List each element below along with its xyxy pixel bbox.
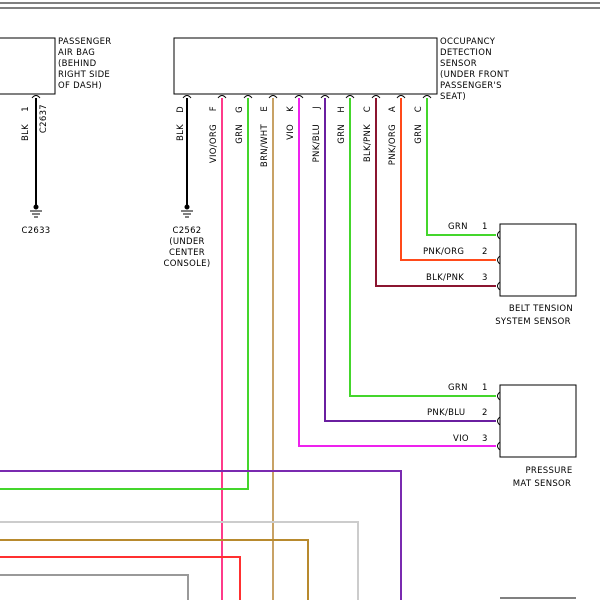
air-bag-label-1: PASSENGER xyxy=(58,37,111,47)
ods-wires xyxy=(0,98,496,600)
ods-pin-letter: A xyxy=(388,106,398,112)
wire-grn-h xyxy=(349,98,496,397)
wire-lower-darkgray xyxy=(0,574,189,600)
ods-wire-label: PNK/BLU xyxy=(312,124,322,162)
ods-wire-label: BLK/PNK xyxy=(363,124,373,162)
belt-tension-sensor: GRN 1 PNK/ORG 2 BLK/PNK 3 BELT TENSION S… xyxy=(423,222,577,327)
ground-c2562-label: CONSOLE) xyxy=(164,259,211,269)
belt-wire-label: BLK/PNK xyxy=(426,273,464,283)
mat-sensor-label: PRESSURE xyxy=(525,466,572,476)
ground-c2562-label: C2562 xyxy=(172,226,201,236)
ods-pin-letter: E xyxy=(260,106,270,112)
air-bag-label-4: RIGHT SIDE xyxy=(58,70,110,80)
ods-pin-letter: C xyxy=(363,106,373,112)
ods-pin-terminal xyxy=(217,95,227,99)
mat-pin-number: 1 xyxy=(482,383,488,393)
ods-label-5: PASSENGER'S xyxy=(440,81,502,91)
wire-pnk-org xyxy=(400,98,496,261)
ods-box xyxy=(173,37,438,95)
wire-vio xyxy=(298,98,496,447)
mat-sensor-label: MAT SENSOR xyxy=(513,479,572,489)
lower-wires xyxy=(0,470,402,600)
ods-pin-terminal xyxy=(371,95,381,99)
wire-grn-c xyxy=(426,98,496,236)
ods-pin-terminal xyxy=(268,95,278,99)
ods-wire-label: GRN xyxy=(337,124,347,144)
ods-wire-label: BRN/WHT xyxy=(260,124,270,168)
ods-wire-label: BLK xyxy=(176,124,186,141)
wire-grn-g xyxy=(0,98,249,490)
air-bag-pin-number: 1 xyxy=(21,106,31,112)
belt-pin-number: 2 xyxy=(482,247,488,257)
belt-sensor-box xyxy=(499,223,577,297)
wire-lower-purple xyxy=(0,470,402,600)
ods-wire-label: GRN xyxy=(235,124,245,144)
air-bag-connector-id: C2637 xyxy=(39,104,49,133)
ods-pin-terminal xyxy=(182,95,192,99)
belt-sensor-label: SYSTEM SENSOR xyxy=(495,317,571,327)
air-bag-wire-label: BLK xyxy=(21,124,31,141)
wire-lower-red xyxy=(0,556,241,600)
wire-pnk-blu xyxy=(324,98,496,422)
ods-pin-terminal xyxy=(320,95,330,99)
ods-pin-letter: D xyxy=(176,106,186,113)
mat-pin-number: 2 xyxy=(482,408,488,418)
ods-label-3: SENSOR xyxy=(440,59,477,69)
air-bag-label-5: OF DASH) xyxy=(58,81,102,91)
ods-pin-letter: G xyxy=(235,106,245,113)
pressure-mat-sensor: GRN 1 PNK/BLU 2 VIO 3 PRESSURE MAT SENSO… xyxy=(427,383,577,489)
air-bag-box xyxy=(0,37,56,95)
ods-pin-letter: H xyxy=(337,106,347,113)
ods-label-2: DETECTION xyxy=(440,48,492,58)
ods-pin-terminal xyxy=(345,95,355,99)
occupancy-detection-sensor: OCCUPANCY DETECTION SENSOR (UNDER FRONT … xyxy=(173,37,510,102)
mat-wire-label: PNK/BLU xyxy=(427,408,465,418)
mat-pin-number: 3 xyxy=(482,434,488,444)
ods-pin-terminal xyxy=(243,95,253,99)
ods-pin-terminal xyxy=(294,95,304,99)
ods-label-1: OCCUPANCY xyxy=(440,37,496,47)
belt-pin-number: 3 xyxy=(482,273,488,283)
passenger-air-bag: PASSENGER AIR BAG (BEHIND RIGHT SIDE OF … xyxy=(0,37,111,236)
belt-wire-label: GRN xyxy=(448,222,468,232)
wire-lower-gray xyxy=(0,521,359,600)
ods-wire-label: VIO/ORG xyxy=(209,124,219,163)
air-bag-label-2: AIR BAG xyxy=(58,48,95,58)
ods-pin-letter: F xyxy=(209,106,219,111)
ods-wire-label: PNK/ORG xyxy=(388,124,398,165)
belt-wire-label: PNK/ORG xyxy=(423,247,464,257)
ods-pin-terminal xyxy=(396,95,406,99)
ground-c2562-label: (UNDER xyxy=(169,237,205,247)
ods-pin-letter: K xyxy=(286,106,296,112)
mat-wire-label: GRN xyxy=(448,383,468,393)
air-bag-label-3: (BEHIND xyxy=(58,59,97,69)
ods-label-6: SEAT) xyxy=(440,92,466,102)
wire-blk-pnk xyxy=(375,98,496,287)
ods-pin-letter: J xyxy=(312,106,322,110)
ground-c2562-label: CENTER xyxy=(169,248,205,258)
air-bag-pin-terminal xyxy=(31,95,41,99)
ods-pin-terminal xyxy=(422,95,432,99)
ods-label-4: (UNDER FRONT xyxy=(440,70,510,80)
ods-wire-label: GRN xyxy=(414,124,424,144)
belt-sensor-label: BELT TENSION xyxy=(509,304,573,314)
ods-pins: D BLK F VIO/ORG G GRN E BRN/WHT K VIO J … xyxy=(176,95,432,168)
ods-wire-label: VIO xyxy=(286,124,296,140)
ground-c2633-label: C2633 xyxy=(21,226,50,236)
ground-symbol xyxy=(181,204,193,218)
mat-wire-label: VIO xyxy=(453,434,469,444)
belt-pin-number: 1 xyxy=(482,222,488,232)
ground-symbol xyxy=(30,204,42,218)
wire-lower-tan xyxy=(0,539,309,600)
mat-sensor-box xyxy=(499,384,577,458)
ods-pin-letter: C xyxy=(414,106,424,112)
